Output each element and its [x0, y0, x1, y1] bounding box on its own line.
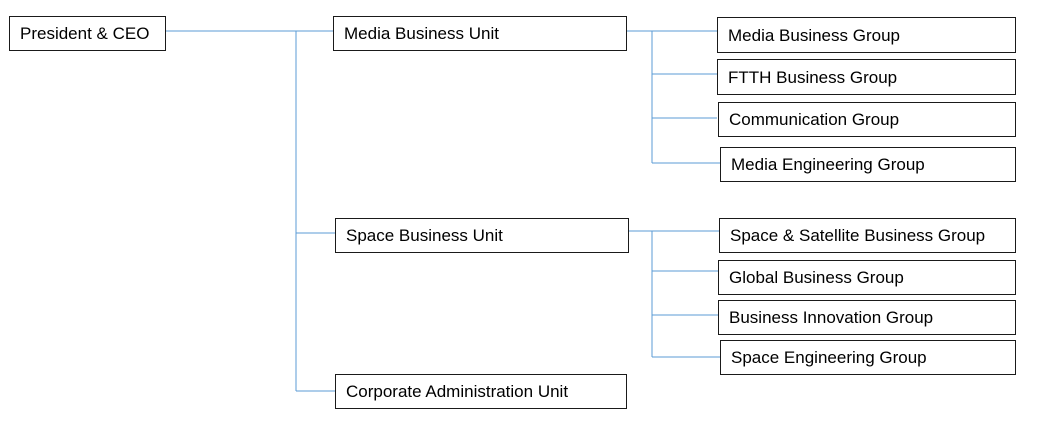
node-business-innovation-group: Business Innovation Group: [718, 300, 1016, 335]
node-label: Space Business Unit: [346, 226, 503, 245]
node-corporate-administration-unit: Corporate Administration Unit: [335, 374, 627, 409]
node-label: Corporate Administration Unit: [346, 382, 569, 401]
node-media-engineering-group: Media Engineering Group: [720, 147, 1016, 182]
node-space-satellite-business-group: Space & Satellite Business Group: [719, 218, 1016, 253]
node-president-ceo: President & CEO: [9, 16, 166, 51]
node-space-business-unit: Space Business Unit: [335, 218, 629, 253]
node-communication-group: Communication Group: [718, 102, 1016, 137]
node-label: Business Innovation Group: [729, 308, 934, 327]
node-label: Space & Satellite Business Group: [730, 226, 986, 245]
node-label: Media Engineering Group: [731, 155, 925, 174]
node-label: Media Business Group: [728, 25, 900, 45]
node-label: FTTH Business Group: [728, 67, 898, 87]
node-media-business-group: Media Business Group: [717, 17, 1016, 53]
node-global-business-group: Global Business Group: [718, 260, 1016, 295]
node-label: Space Engineering Group: [731, 348, 927, 367]
node-space-engineering-group: Space Engineering Group: [720, 340, 1016, 375]
node-media-business-unit: Media Business Unit: [333, 16, 627, 51]
node-label: Media Business Unit: [344, 24, 499, 43]
node-label: Global Business Group: [729, 268, 904, 287]
node-ftth-business-group: FTTH Business Group: [717, 59, 1016, 95]
node-label: President & CEO: [20, 24, 150, 43]
node-label: Communication Group: [729, 110, 900, 129]
